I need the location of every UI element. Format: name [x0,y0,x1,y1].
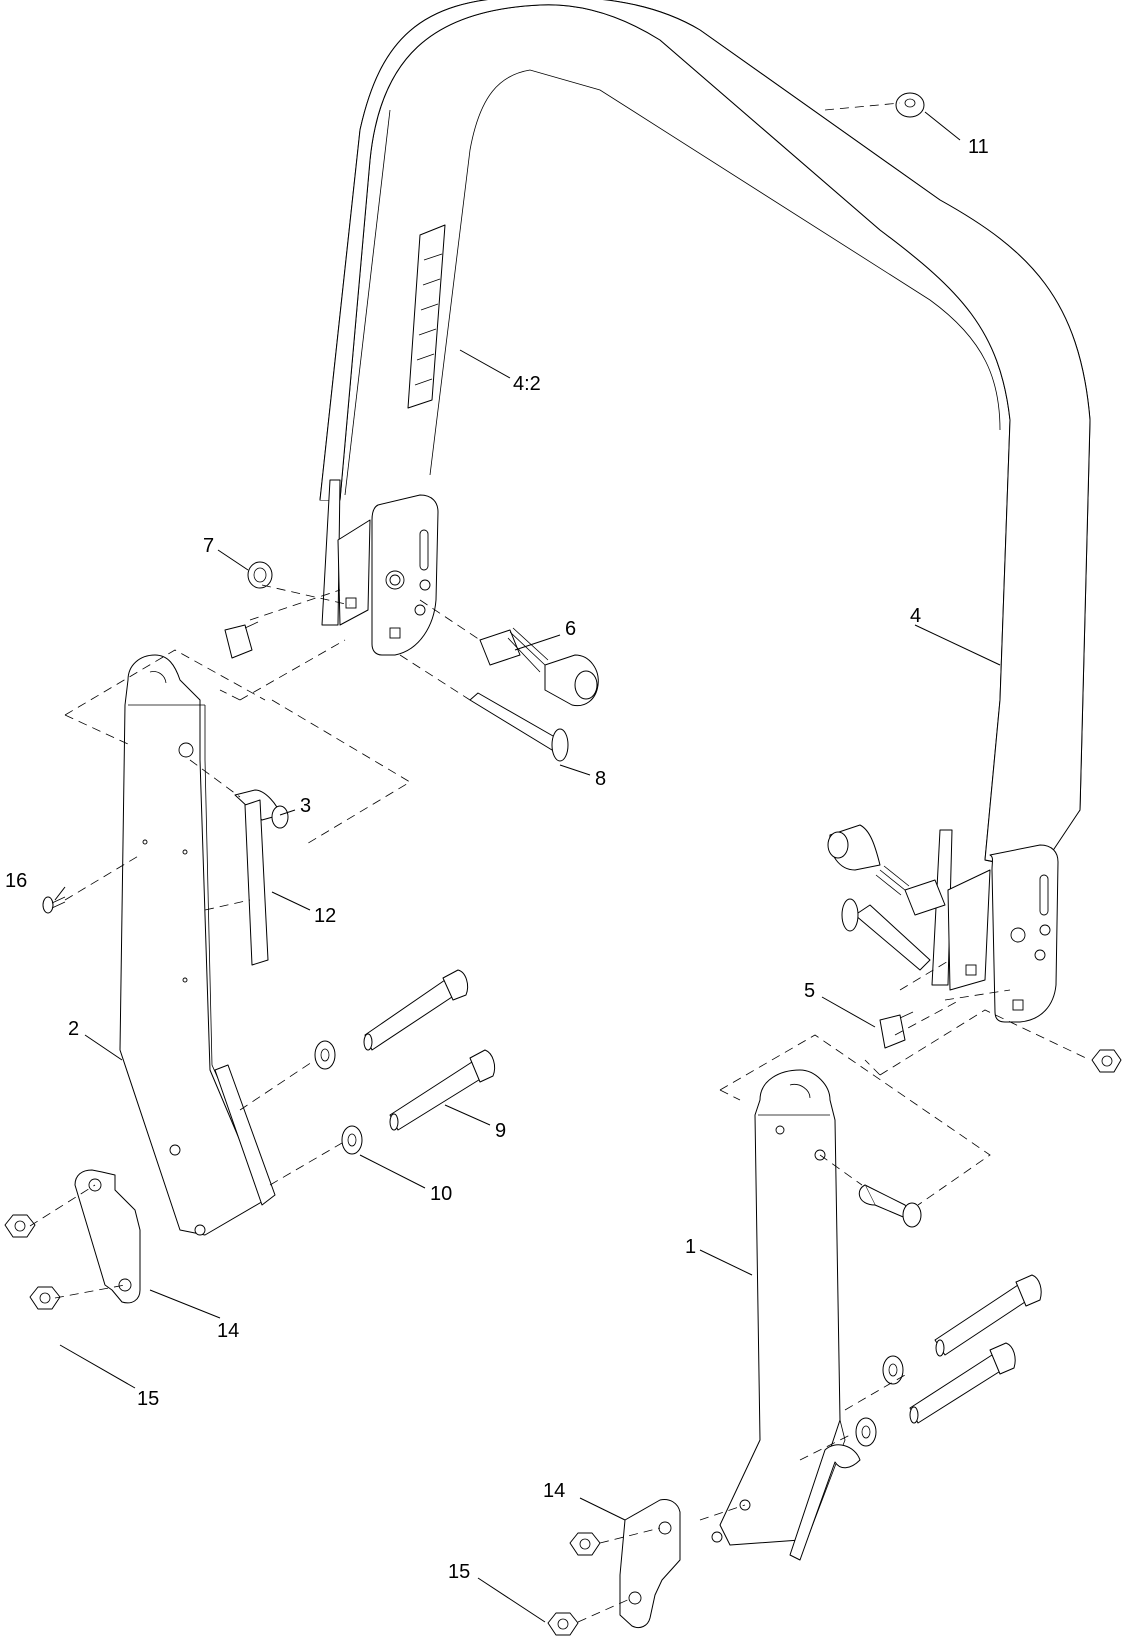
washer-right-lower [855,1417,877,1447]
roll-bar-hoop [319,0,1091,871]
assembly-lines [29,102,1091,1623]
callout-9: 9 [495,1120,506,1142]
callout-7: 7 [203,535,214,557]
callout-14-left: 14 [217,1320,239,1342]
callout-6: 6 [565,618,576,640]
safety-decal [407,224,446,409]
spacer-tube [234,789,289,829]
bolt-left-upper [363,969,469,1051]
flange-nut-7 [247,561,273,589]
callout-labels: 11 4:2 7 6 4 8 3 16 12 5 2 9 10 1 14 15 … [5,136,989,1583]
callout-15-left: 15 [137,1388,159,1410]
callout-leaders [54,111,1001,1623]
callout-15-right: 15 [448,1561,470,1583]
callout-4: 4 [910,605,921,627]
strap [244,799,269,966]
clevis-pin-right [841,898,931,971]
callout-8: 8 [595,768,606,790]
hoop-right-bracket [931,829,1059,1023]
right-upright [711,1069,861,1561]
backing-plate-left [74,1169,141,1304]
hex-nut-right-lower [547,1612,579,1636]
cap-11 [895,92,925,118]
bolt-right-upper [934,1274,1042,1357]
washer-right-upper [882,1355,904,1385]
callout-12: 12 [314,905,336,927]
hex-nut-right-hoop [1091,1049,1122,1073]
callout-5: 5 [804,980,815,1002]
knob-left [224,621,259,659]
knob-right [879,1011,914,1049]
callout-4-2: 4:2 [513,373,541,395]
screw-16 [42,896,66,914]
callout-3: 3 [300,795,311,817]
hex-nut-right-upper [569,1532,601,1556]
hex-nut-left-upper [4,1214,36,1238]
backing-plate-right [619,1499,681,1629]
callout-11: 11 [968,136,989,158]
washer-left-lower [341,1125,363,1155]
callout-10: 10 [430,1183,452,1205]
spring-pin-right [827,824,946,916]
bolt-left-lower [389,1049,496,1131]
right-spacer-tube [858,1184,922,1228]
spring-pin-left [479,627,599,707]
hoop-left-bracket [321,479,439,656]
left-upright [119,654,276,1236]
bolt-right-lower [909,1342,1016,1424]
callout-2: 2 [68,1018,79,1040]
washer-left-upper [314,1040,336,1070]
clevis-pin-left [469,692,569,762]
callout-14-right: 14 [543,1480,565,1502]
callout-1: 1 [685,1236,696,1258]
callout-16: 16 [5,870,27,892]
